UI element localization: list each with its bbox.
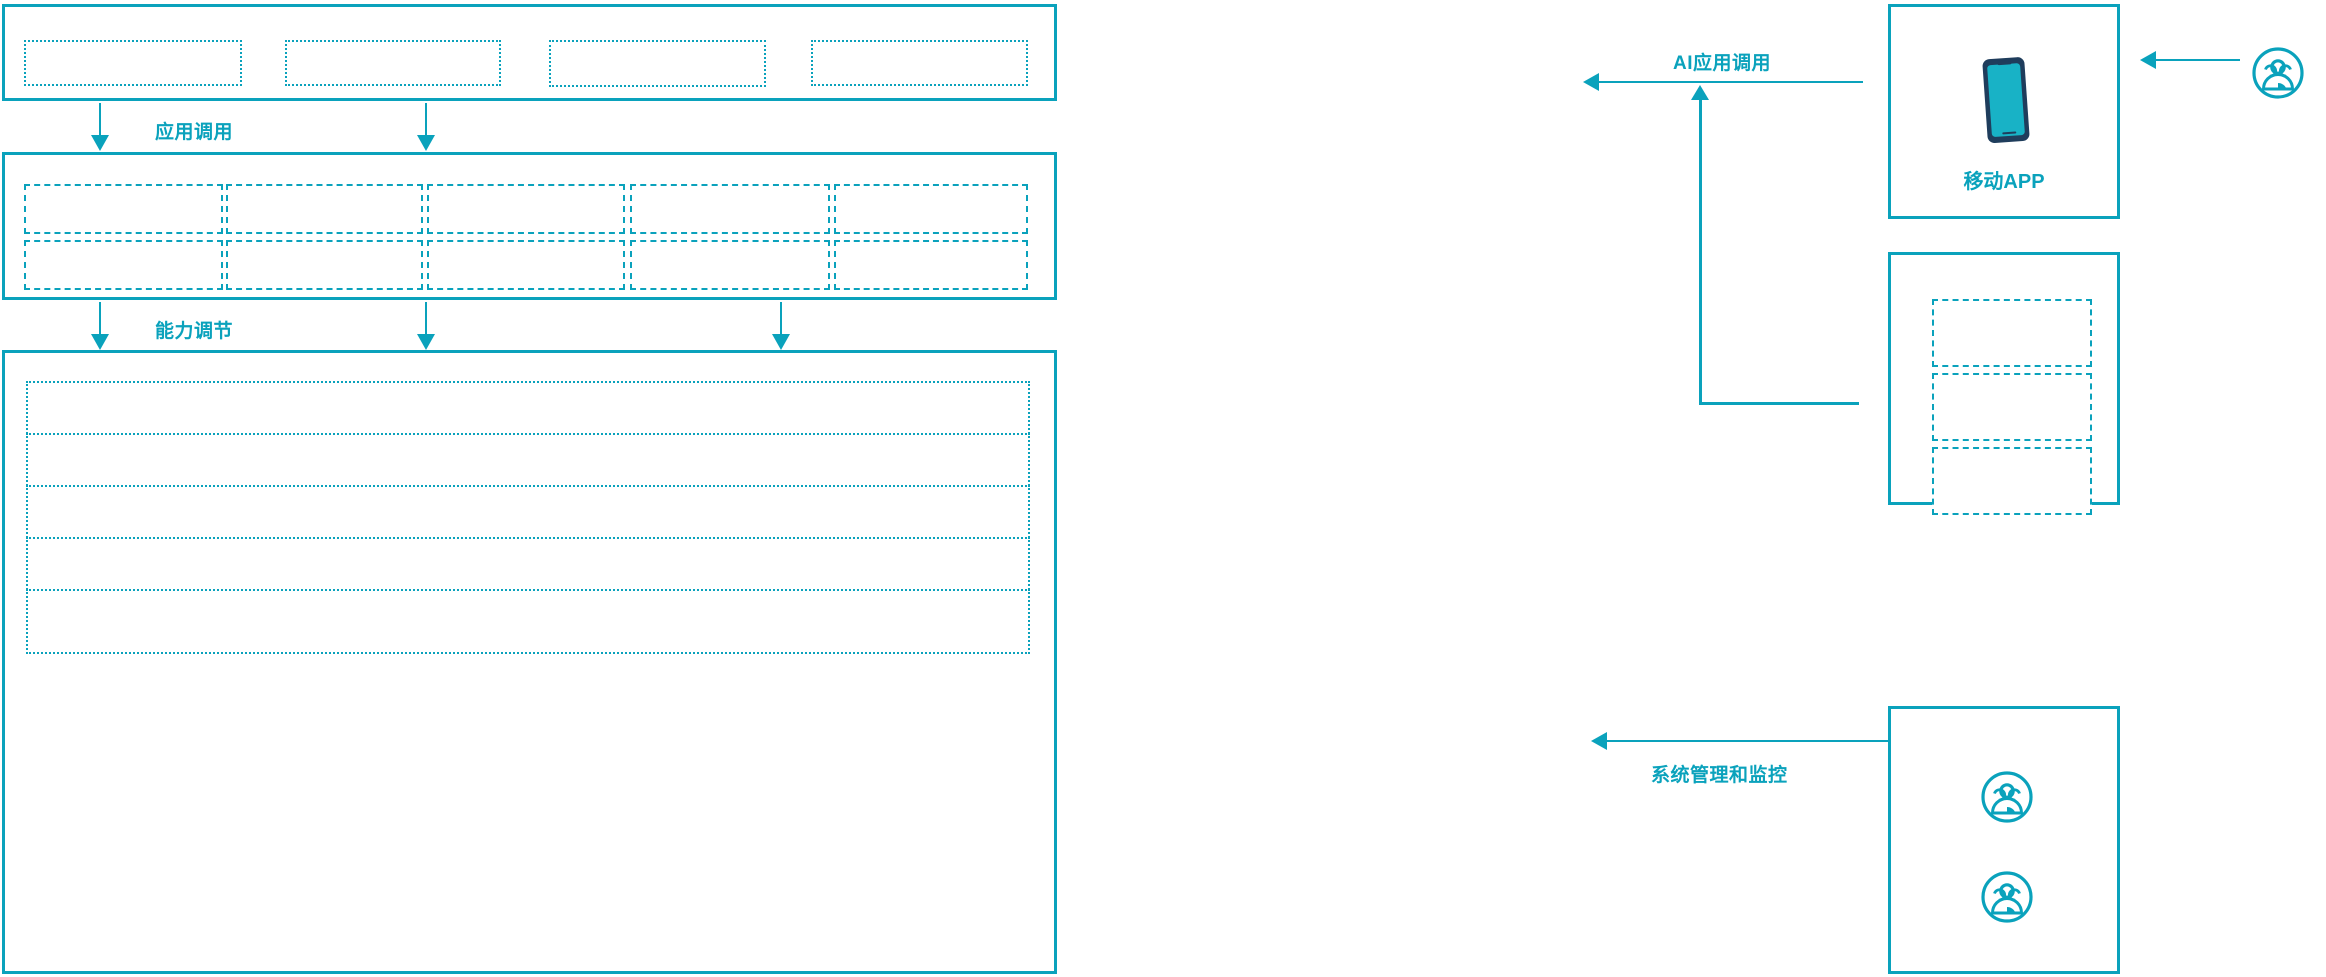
channel-panel[interactable] (1888, 252, 2120, 515)
external-user-group-icon (2250, 45, 2306, 101)
capability-box-r1c2[interactable] (226, 184, 423, 234)
mobile-app-panel[interactable]: 移动APP (1888, 4, 2120, 219)
application-box-3[interactable] (549, 40, 766, 87)
app-invoke-label: 应用调用 (155, 122, 234, 143)
mobile-phone-icon (1981, 57, 2033, 143)
capability-box-r1c4[interactable] (630, 184, 830, 234)
capability-box-r2c5[interactable] (834, 240, 1028, 290)
application-box-2[interactable] (285, 40, 501, 86)
system-admin-monitor-label: 系统管理和监控 (1651, 765, 1788, 786)
ai-app-invoke-label: AI应用调用 (1673, 53, 1772, 74)
application-box-4[interactable] (811, 40, 1028, 86)
capability-box-r2c1[interactable] (24, 240, 223, 290)
admin-user-group-icon-1 (1979, 769, 2035, 825)
channel-box-1[interactable] (1932, 299, 2092, 367)
admin-monitor-panel[interactable] (1888, 706, 2120, 974)
application-box-1[interactable] (24, 40, 242, 86)
channel-box-2[interactable] (1932, 373, 2092, 441)
capability-box-r1c5[interactable] (834, 184, 1028, 234)
capability-box-r1c3[interactable] (427, 184, 625, 234)
capability-box-r1c1[interactable] (24, 184, 223, 234)
channel-box-3[interactable] (1932, 447, 2092, 515)
mobile-app-caption: 移动APP (1963, 171, 2045, 193)
platform-row-5[interactable] (26, 589, 1030, 654)
admin-user-group-icon-2 (1979, 869, 2035, 925)
capability-box-r2c4[interactable] (630, 240, 830, 290)
capability-box-r2c3[interactable] (427, 240, 625, 290)
capability-box-r2c2[interactable] (226, 240, 423, 290)
capability-adjust-label: 能力调节 (155, 321, 234, 342)
